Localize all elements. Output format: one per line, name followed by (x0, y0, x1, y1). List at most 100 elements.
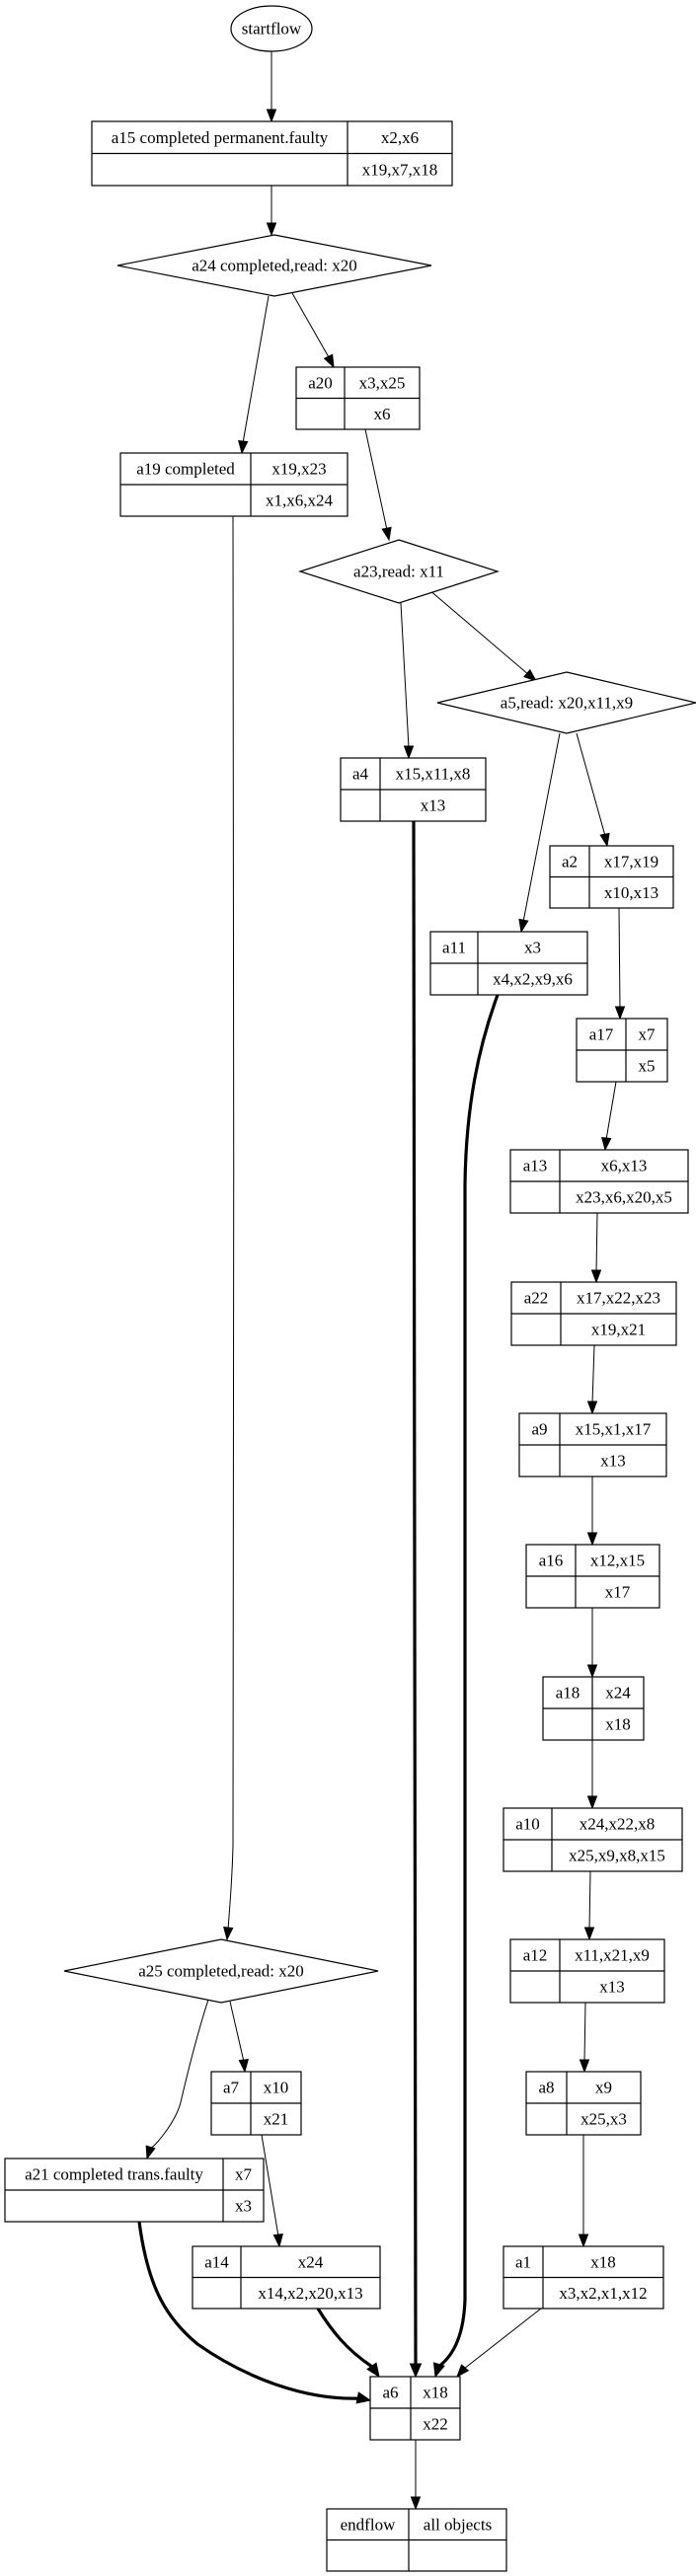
decision-diamond (298, 539, 500, 604)
nodes-layer: startflow a15 completed permanent.faulty x… (4, 5, 696, 2572)
arrowhead-icon (381, 526, 392, 542)
node-a15[interactable]: a15 completed permanent.faulty x2,x6 x19,x… (91, 120, 453, 187)
node-a17[interactable]: a17 x7 x5 (576, 1018, 668, 1083)
node-a6[interactable]: a6 x18 x22 (369, 2376, 461, 2441)
node-a24[interactable]: a24 completed,read: x20 (116, 234, 432, 297)
edge-a1-to-a6 (456, 2308, 542, 2379)
arrowhead-icon (456, 2364, 470, 2379)
record-bottom-value: x23,x6,x20,x5 (576, 1188, 672, 1207)
edge-line (591, 1344, 595, 1404)
edge-line (291, 292, 330, 358)
edge-line (576, 732, 606, 837)
record-bottom-value: x6 (374, 405, 391, 423)
decision-label: a23,read: x11 (353, 563, 444, 581)
record-name: a9 (531, 1420, 547, 1439)
arrowhead-icon (266, 109, 277, 123)
edge-a17-to-a13 (601, 1081, 617, 1152)
record-bottom-value: x18 (605, 1715, 631, 1734)
edge-tail (370, 2366, 375, 2369)
edge-a23-to-a5 (427, 588, 538, 682)
record-bottom-value: x21 (264, 2110, 289, 2129)
record-bottom-value: x5 (639, 1057, 656, 1076)
node-a23[interactable]: a23,read: x11 (298, 539, 500, 604)
edge-line (583, 2002, 586, 2063)
record-bottom-value: x1,x6,x24 (266, 492, 334, 510)
arrowhead-icon (355, 2391, 372, 2404)
record-top-value: x18 (423, 2384, 448, 2402)
record-bottom-value: x10,x13 (604, 883, 658, 902)
edge-a6-to-endflow (410, 2440, 422, 2511)
edge-a15-to-a24 (266, 186, 277, 237)
edge-line (149, 1999, 209, 2150)
arrowhead-icon (223, 1927, 234, 1941)
record-name: a6 (382, 2384, 398, 2402)
node-startflow[interactable]: startflow (230, 5, 313, 52)
record-bottom-value: x13 (600, 1452, 626, 1471)
record-name: a19 completed (136, 460, 235, 479)
edge-a11-to-a6 (432, 994, 500, 2379)
edge-a2-to-a17 (614, 907, 626, 1021)
node-a25[interactable]: a25 completed,read: x20 (63, 1938, 379, 2004)
edge-a18-to-a10 (586, 1740, 598, 1810)
edge-a23-to-a4 (400, 602, 415, 760)
edge-tail (528, 674, 531, 676)
edge-line (400, 602, 410, 749)
record-top-value: x7 (639, 1025, 657, 1044)
record-top-value: x15,x11,x8 (396, 765, 471, 784)
edge-a9-to-a16 (586, 1477, 598, 1547)
edge-line (242, 295, 270, 444)
record-name: a2 (562, 852, 578, 871)
edge-line (618, 907, 621, 1010)
record-name: a18 (556, 1684, 580, 1703)
record-name: a8 (538, 2079, 554, 2097)
record-name: a17 (589, 1025, 614, 1044)
record-top-value: x10 (264, 2079, 289, 2097)
edge-line (427, 588, 530, 676)
record-top-value: x2,x6 (381, 128, 419, 147)
record-name: a13 (523, 1157, 548, 1175)
record-bottom-value: x22 (423, 2415, 448, 2434)
arrowhead-icon (238, 2059, 249, 2074)
arrowhead-icon (586, 1664, 598, 1679)
record-top-value: x17,x22,x23 (577, 1289, 660, 1308)
edge-a14-to-a6 (316, 2308, 380, 2379)
decision-diamond (63, 1938, 379, 2004)
edge-line (522, 732, 561, 923)
arrowhead-icon (599, 832, 610, 848)
record-name: a15 completed permanent.faulty (112, 128, 329, 147)
arrowhead-icon (410, 2496, 422, 2511)
arrowhead-icon (266, 222, 277, 237)
record-bottom-value: x19,x7,x18 (362, 160, 438, 179)
node-a5[interactable]: a5,read: x20,x11,x9 (436, 671, 696, 734)
edge-a5-to-a11 (518, 732, 561, 934)
arrowhead-icon (586, 1532, 598, 1547)
arrowhead-icon (145, 2145, 156, 2160)
arrowhead-icon (403, 745, 415, 760)
edge-a21-to-a6 (137, 2221, 372, 2404)
arrowhead-icon (518, 918, 529, 934)
arrowhead-icon (583, 1927, 595, 1941)
record-name: a7 (223, 2079, 240, 2097)
edge-a5-to-a2 (576, 732, 610, 848)
record-name: a11 (442, 939, 466, 957)
node-a7[interactable]: a7 x10 x21 (210, 2071, 302, 2136)
decision-label: a25 completed,read: x20 (138, 1962, 304, 1981)
